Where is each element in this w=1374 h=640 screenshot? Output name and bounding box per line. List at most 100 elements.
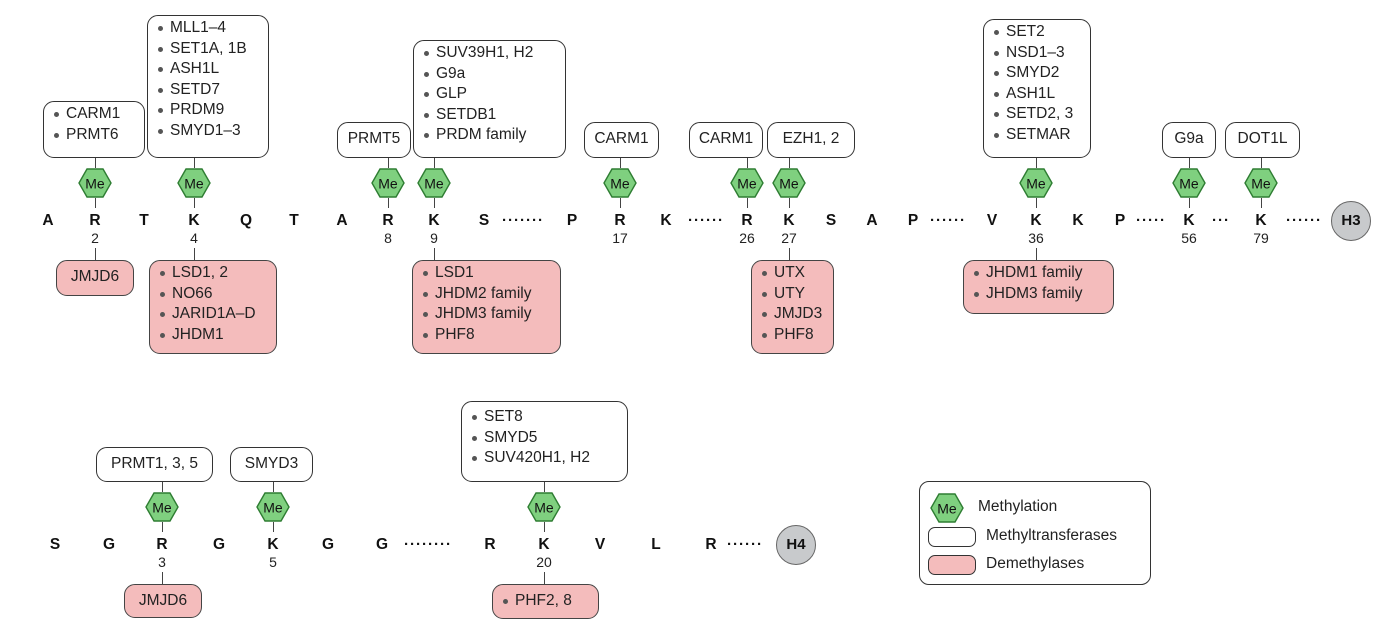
connector-line	[789, 248, 791, 260]
connector-line	[388, 198, 390, 208]
enzyme-label: SUV39H1, H2	[423, 43, 556, 64]
h3-histone-circle: H3	[1331, 201, 1371, 241]
connector-line	[620, 158, 622, 168]
connector-line	[544, 572, 546, 584]
svg-text:Me: Me	[779, 176, 799, 192]
enzyme-label: SMYD2	[993, 63, 1081, 84]
h3-residue-r8: R	[382, 212, 394, 229]
enzyme-label: JHDM1	[159, 325, 267, 346]
enzyme-label: LSD1	[422, 263, 551, 284]
legend-methyltransferase-swatch	[928, 527, 976, 547]
legend-demethylases-label: Demethylases	[986, 555, 1085, 572]
h3-residue-t6: T	[289, 212, 299, 229]
enzyme-label: SET2	[993, 22, 1081, 43]
enzyme-label: G9a	[423, 64, 556, 85]
connector-line	[162, 572, 164, 584]
svg-text:Me: Me	[737, 176, 757, 192]
svg-text:Me: Me	[1026, 176, 1046, 192]
connector-line	[1261, 198, 1263, 208]
h4-position-3: 3	[158, 554, 166, 570]
methyltransferase-box-h3r26: CARM1	[689, 122, 763, 158]
methyltransferase-box-h3r8: PRMT5	[337, 122, 411, 158]
h3-position-8: 8	[384, 230, 392, 246]
demethylase-box-h3r2: JMJD6	[56, 260, 134, 296]
enzyme-label: JHDM3 family	[422, 304, 551, 325]
connector-line	[95, 198, 97, 208]
legend: Me Methylation Methyltransferases Demeth…	[919, 481, 1151, 585]
methylation-hexagon-r26: Me	[730, 168, 764, 198]
h3-residue-k9: K	[428, 212, 440, 229]
h4-residue-v21: V	[594, 536, 606, 553]
methylation-hexagon-k36: Me	[1019, 168, 1053, 198]
connector-line	[194, 158, 196, 168]
h4-residue-k20: K	[538, 536, 550, 553]
h4-histone-circle: H4	[776, 525, 816, 565]
enzyme-label: PRDM9	[157, 100, 259, 121]
h4-residue-r3: R	[156, 536, 168, 553]
enzyme-label: SUV420H1, H2	[471, 448, 618, 469]
h3-residue-s10: S	[478, 212, 490, 229]
enzyme-label: JMJD3	[761, 304, 824, 325]
svg-text:Me: Me	[534, 500, 554, 516]
connector-line	[747, 198, 749, 208]
h3-residue-p38: P	[1114, 212, 1126, 229]
enzyme-label: JHDM2 family	[422, 284, 551, 305]
h4-position-5: 5	[269, 554, 277, 570]
connector-line	[273, 522, 275, 532]
enzyme-label: JHDM3 family	[973, 284, 1104, 305]
enzyme-label: UTX	[761, 263, 824, 284]
enzyme-label: SMYD5	[471, 428, 618, 449]
methyltransferase-box-h4k5: SMYD3	[230, 447, 313, 482]
connector-line	[194, 198, 196, 208]
methylation-hexagon-k9: Me	[417, 168, 451, 198]
enzyme-label: PRMT6	[53, 125, 135, 146]
svg-text:Me: Me	[937, 501, 957, 517]
methylation-hexagon-h4k20: Me	[527, 492, 561, 522]
enzyme-label: SETD2, 3	[993, 104, 1081, 125]
h3-gap-2: ······	[688, 212, 724, 229]
connector-line	[789, 158, 791, 168]
connector-line	[434, 158, 436, 168]
h4-residue-r19: R	[484, 536, 496, 553]
demethylase-box-h4r3: JMJD6	[124, 584, 202, 618]
connector-line	[95, 158, 97, 168]
h3-residue-p16: P	[566, 212, 578, 229]
h3-residue-k56: K	[1183, 212, 1195, 229]
connector-line	[162, 522, 164, 532]
h3-residue-k27: K	[783, 212, 795, 229]
h3-position-79: 79	[1253, 230, 1269, 246]
h3-position-4: 4	[190, 230, 198, 246]
svg-text:Me: Me	[1179, 176, 1199, 192]
connector-line	[789, 198, 791, 208]
h3-residue-r2: R	[89, 212, 101, 229]
legend-methyltransferases-label: Methyltransferases	[986, 527, 1117, 544]
h3-residue-s28: S	[825, 212, 837, 229]
connector-line	[1189, 158, 1191, 168]
svg-text:Me: Me	[424, 176, 444, 192]
h3-position-26: 26	[739, 230, 755, 246]
methyltransferase-box-h3k56: G9a	[1162, 122, 1216, 158]
methyltransferase-box-h3r17: CARM1	[584, 122, 659, 158]
h3-residue-k79: K	[1255, 212, 1267, 229]
enzyme-label: CARM1	[53, 104, 135, 125]
h3-residue-k37: K	[1072, 212, 1084, 229]
connector-line	[544, 522, 546, 532]
methyltransferase-box-h3k79: DOT1L	[1225, 122, 1300, 158]
connector-line	[273, 482, 275, 492]
h3-residue-r26: R	[741, 212, 753, 229]
methylation-hexagon-r8: Me	[371, 168, 405, 198]
h3-position-56: 56	[1181, 230, 1197, 246]
connector-line	[544, 482, 546, 492]
h3-gap-3: ······	[930, 212, 966, 229]
h3-position-27: 27	[781, 230, 797, 246]
methylation-hexagon-h4r3: Me	[145, 492, 179, 522]
svg-text:Me: Me	[85, 176, 105, 192]
methylation-hexagon-h4k5: Me	[256, 492, 290, 522]
connector-line	[1036, 158, 1038, 168]
h3-residue-a7: A	[336, 212, 348, 229]
svg-text:Me: Me	[184, 176, 204, 192]
